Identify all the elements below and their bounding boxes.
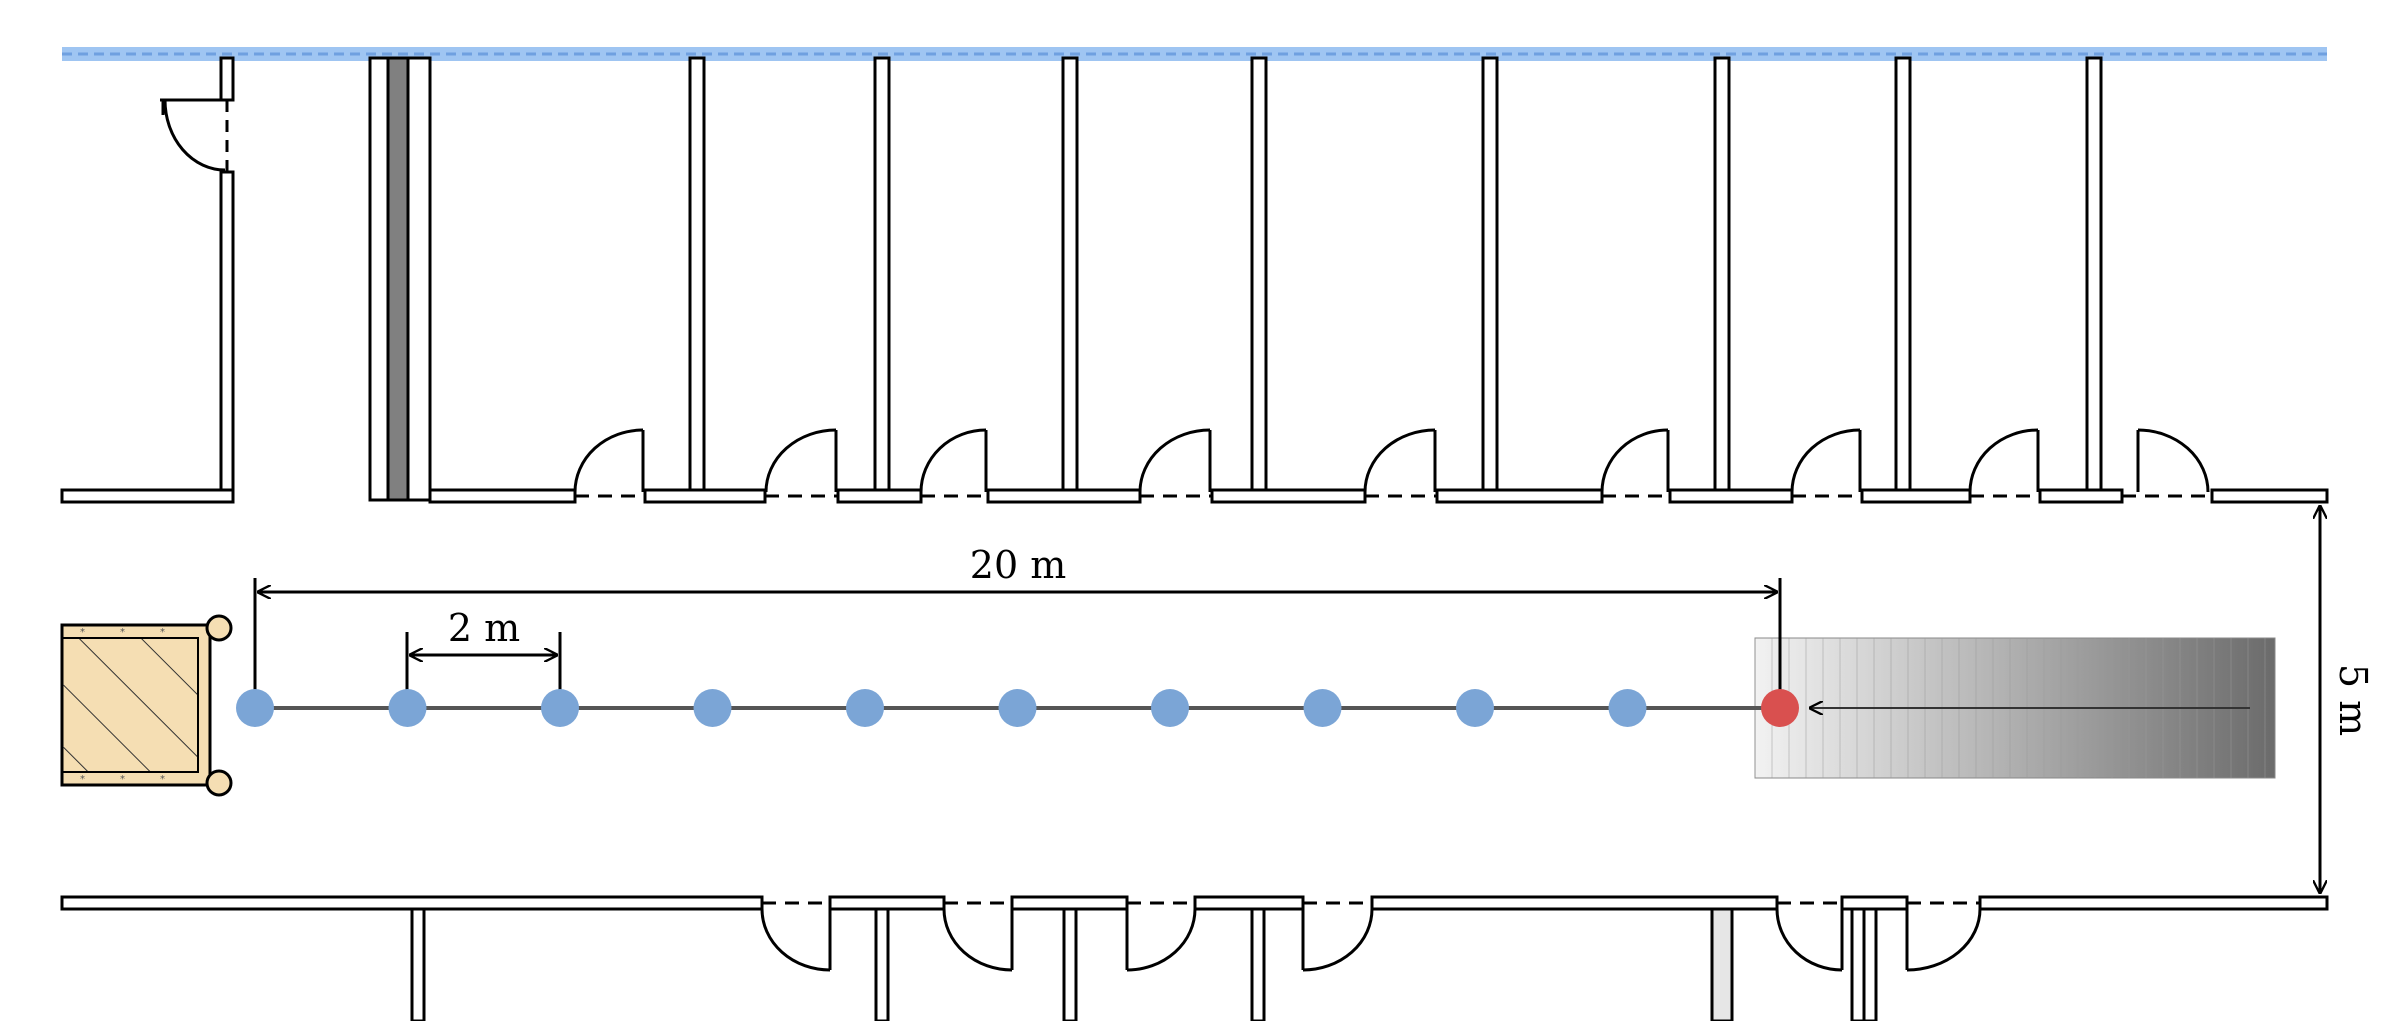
sensor-node — [693, 689, 732, 727]
lower-partitions — [410, 907, 1878, 1021]
sensor-nodes — [236, 689, 1799, 727]
lower-door-swings — [760, 908, 1982, 972]
sensor-node — [1303, 689, 1342, 727]
label-total-length: 20 m — [970, 543, 1066, 587]
sensor-node — [1456, 689, 1494, 727]
sensor-node — [1608, 689, 1647, 727]
sensor-node — [846, 689, 884, 727]
label-spacing: 2 m — [448, 606, 520, 650]
svg-text:*: * — [120, 774, 125, 785]
window-strip — [62, 47, 2327, 61]
sensor-node — [1151, 689, 1189, 727]
svg-text:*: * — [120, 627, 125, 638]
svg-text:*: * — [160, 774, 165, 785]
upper-corridor-wall — [643, 488, 2329, 504]
upper-partitions — [688, 56, 2103, 492]
shaft-walls — [368, 56, 577, 504]
sensor-node — [236, 689, 274, 727]
sensor-node — [541, 689, 579, 727]
sensor-node — [388, 689, 427, 727]
sensor-node — [998, 689, 1037, 727]
left-room-door — [160, 98, 229, 172]
label-corridor-width: 5 m — [2331, 664, 2375, 736]
left-room-walls — [60, 56, 235, 504]
upper-door-swings — [573, 428, 2210, 493]
svg-text:*: * — [160, 627, 165, 638]
svg-text:*: * — [80, 774, 85, 785]
svg-text:*: * — [80, 627, 85, 638]
lower-corridor-wall — [60, 895, 2329, 911]
obstacle-block: * * * * * * — [60, 614, 233, 797]
source-node — [1761, 689, 1799, 727]
